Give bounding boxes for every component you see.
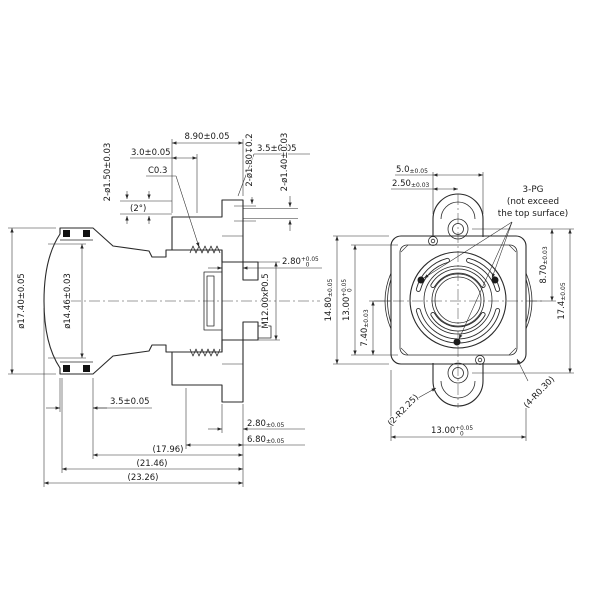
pg-note-line1: 3-PG	[523, 185, 544, 195]
pg-dot	[417, 276, 425, 284]
leader-ear-radius	[417, 387, 437, 399]
hub-upper	[242, 261, 259, 281]
lens-bore-circle	[434, 276, 482, 324]
ext-lines-body-h	[333, 235, 389, 365]
leader-corner-radius	[516, 358, 529, 382]
ext-lines-dia-outer	[8, 227, 56, 375]
pg-dot	[491, 276, 499, 284]
dim-holes-140: 2-ø1.40±0.03	[280, 133, 290, 192]
leader-chamfer	[175, 175, 200, 248]
dim-holes-150: 2-ø1.50±0.03	[103, 143, 113, 202]
ext-lines-inner-h	[351, 244, 398, 356]
top-ear-outline	[432, 193, 484, 237]
ext-lines-body-w	[390, 370, 527, 441]
leader-flange-th	[237, 153, 310, 197]
pg-dot	[453, 338, 461, 346]
dim-half-h: 7.40±0.03	[360, 309, 370, 347]
top-ear-inner-arc	[440, 201, 476, 220]
dim-ref1: (17.96)	[153, 445, 184, 455]
top-ear-hole-ring	[447, 218, 469, 240]
pg-leader-2	[491, 221, 513, 279]
dim-taper-angle: (2°)	[130, 204, 146, 214]
side-section-view: 8.90±0.05 3.0±0.05 3.5±0.05 C0.3 2-ø1.50…	[8, 131, 322, 487]
seal-square	[83, 365, 90, 372]
lens-inner-circle	[431, 273, 485, 327]
dim-ref3: (23.26)	[128, 473, 159, 483]
ext-lines-dia-inner	[48, 243, 86, 359]
top-ear-hole	[452, 223, 464, 235]
dim-plate-th: 2.80±0.05	[247, 419, 285, 429]
bottom-ear-hole	[452, 367, 464, 379]
taper-lines	[120, 200, 172, 215]
dim-dia-inner: ø14.46±0.03	[63, 273, 73, 329]
ext-lines-ear-center	[472, 228, 574, 302]
dim-back-len: 6.80±0.05	[247, 435, 285, 445]
barrel-flange-circle	[409, 251, 507, 349]
hub-tab	[257, 325, 272, 339]
pg-note-line3: the top surface)	[498, 209, 568, 219]
dim-ref2: (21.46)	[137, 459, 168, 469]
bottom-ear-inner-arc	[440, 380, 476, 399]
dim-thread: M12.00xP0.5	[261, 273, 271, 328]
dim-depth: 8.90±0.05	[185, 132, 230, 142]
dim-front-len: 3.0±0.05	[131, 148, 171, 158]
corner-screw-center	[477, 357, 483, 363]
pg-leader-3	[458, 221, 513, 340]
dim-ear-span: 17.4±0.05	[557, 282, 567, 320]
dim-ear-radius: (2-R2.25)	[386, 393, 421, 429]
thread-zigzag-top	[189, 245, 221, 254]
seal-square	[83, 230, 90, 237]
inner-arc-slots	[430, 268, 486, 332]
ear-projection-lines	[222, 235, 243, 365]
dim-ear-center: 8.70±0.03	[539, 246, 549, 284]
dim-holes-180: 2-ø1.80↧0.2	[245, 133, 255, 186]
rear-element	[206, 275, 215, 327]
lens-circle	[423, 265, 493, 335]
ext-lines-plate	[221, 404, 244, 487]
dim-flange-th: 3.5±0.05	[257, 144, 297, 154]
rear-cavity	[203, 271, 223, 331]
dim-inner-h: 13.00+0.050	[342, 279, 354, 321]
bottom-ear-hole-ring	[447, 362, 469, 384]
corner-relief-ticks	[400, 244, 517, 356]
seal-square	[63, 365, 70, 372]
holder-body-outline	[390, 235, 527, 365]
hub-lower	[242, 321, 259, 341]
dim-body-h: 14.80±0.05	[324, 278, 334, 321]
ext-lines-ear-width	[432, 172, 484, 214]
ext-lines-nose	[59, 378, 94, 459]
corner-screw	[475, 355, 485, 365]
pg-note-line2: (not exceed	[507, 197, 559, 207]
corner-screw-center	[430, 238, 436, 244]
pg-leader-1	[423, 221, 513, 279]
hole-180-lines	[234, 205, 256, 222]
dim-ear-width: 5.0±0.05	[396, 165, 428, 175]
corner-screw	[428, 236, 438, 246]
retaining-ring-lines	[60, 239, 93, 363]
ext-lines-depth	[171, 139, 244, 213]
holder-inner-outline	[399, 244, 518, 356]
dim-nose: 3.5±0.05	[110, 397, 150, 407]
seal-square	[63, 230, 70, 237]
ext-lines-refs	[43, 308, 63, 487]
hole-140-lines	[243, 208, 298, 219]
dim-dia-outer: ø17.40±0.05	[17, 273, 27, 329]
dim-chamfer: C0.3	[148, 166, 167, 176]
front-view: 5.0±0.05 2.50±0.03 14.80±0.05 13.00+0.05…	[323, 164, 574, 441]
thread-zigzag-bottom	[189, 348, 221, 357]
dim-ear-off: 2.50±0.03	[392, 179, 430, 189]
